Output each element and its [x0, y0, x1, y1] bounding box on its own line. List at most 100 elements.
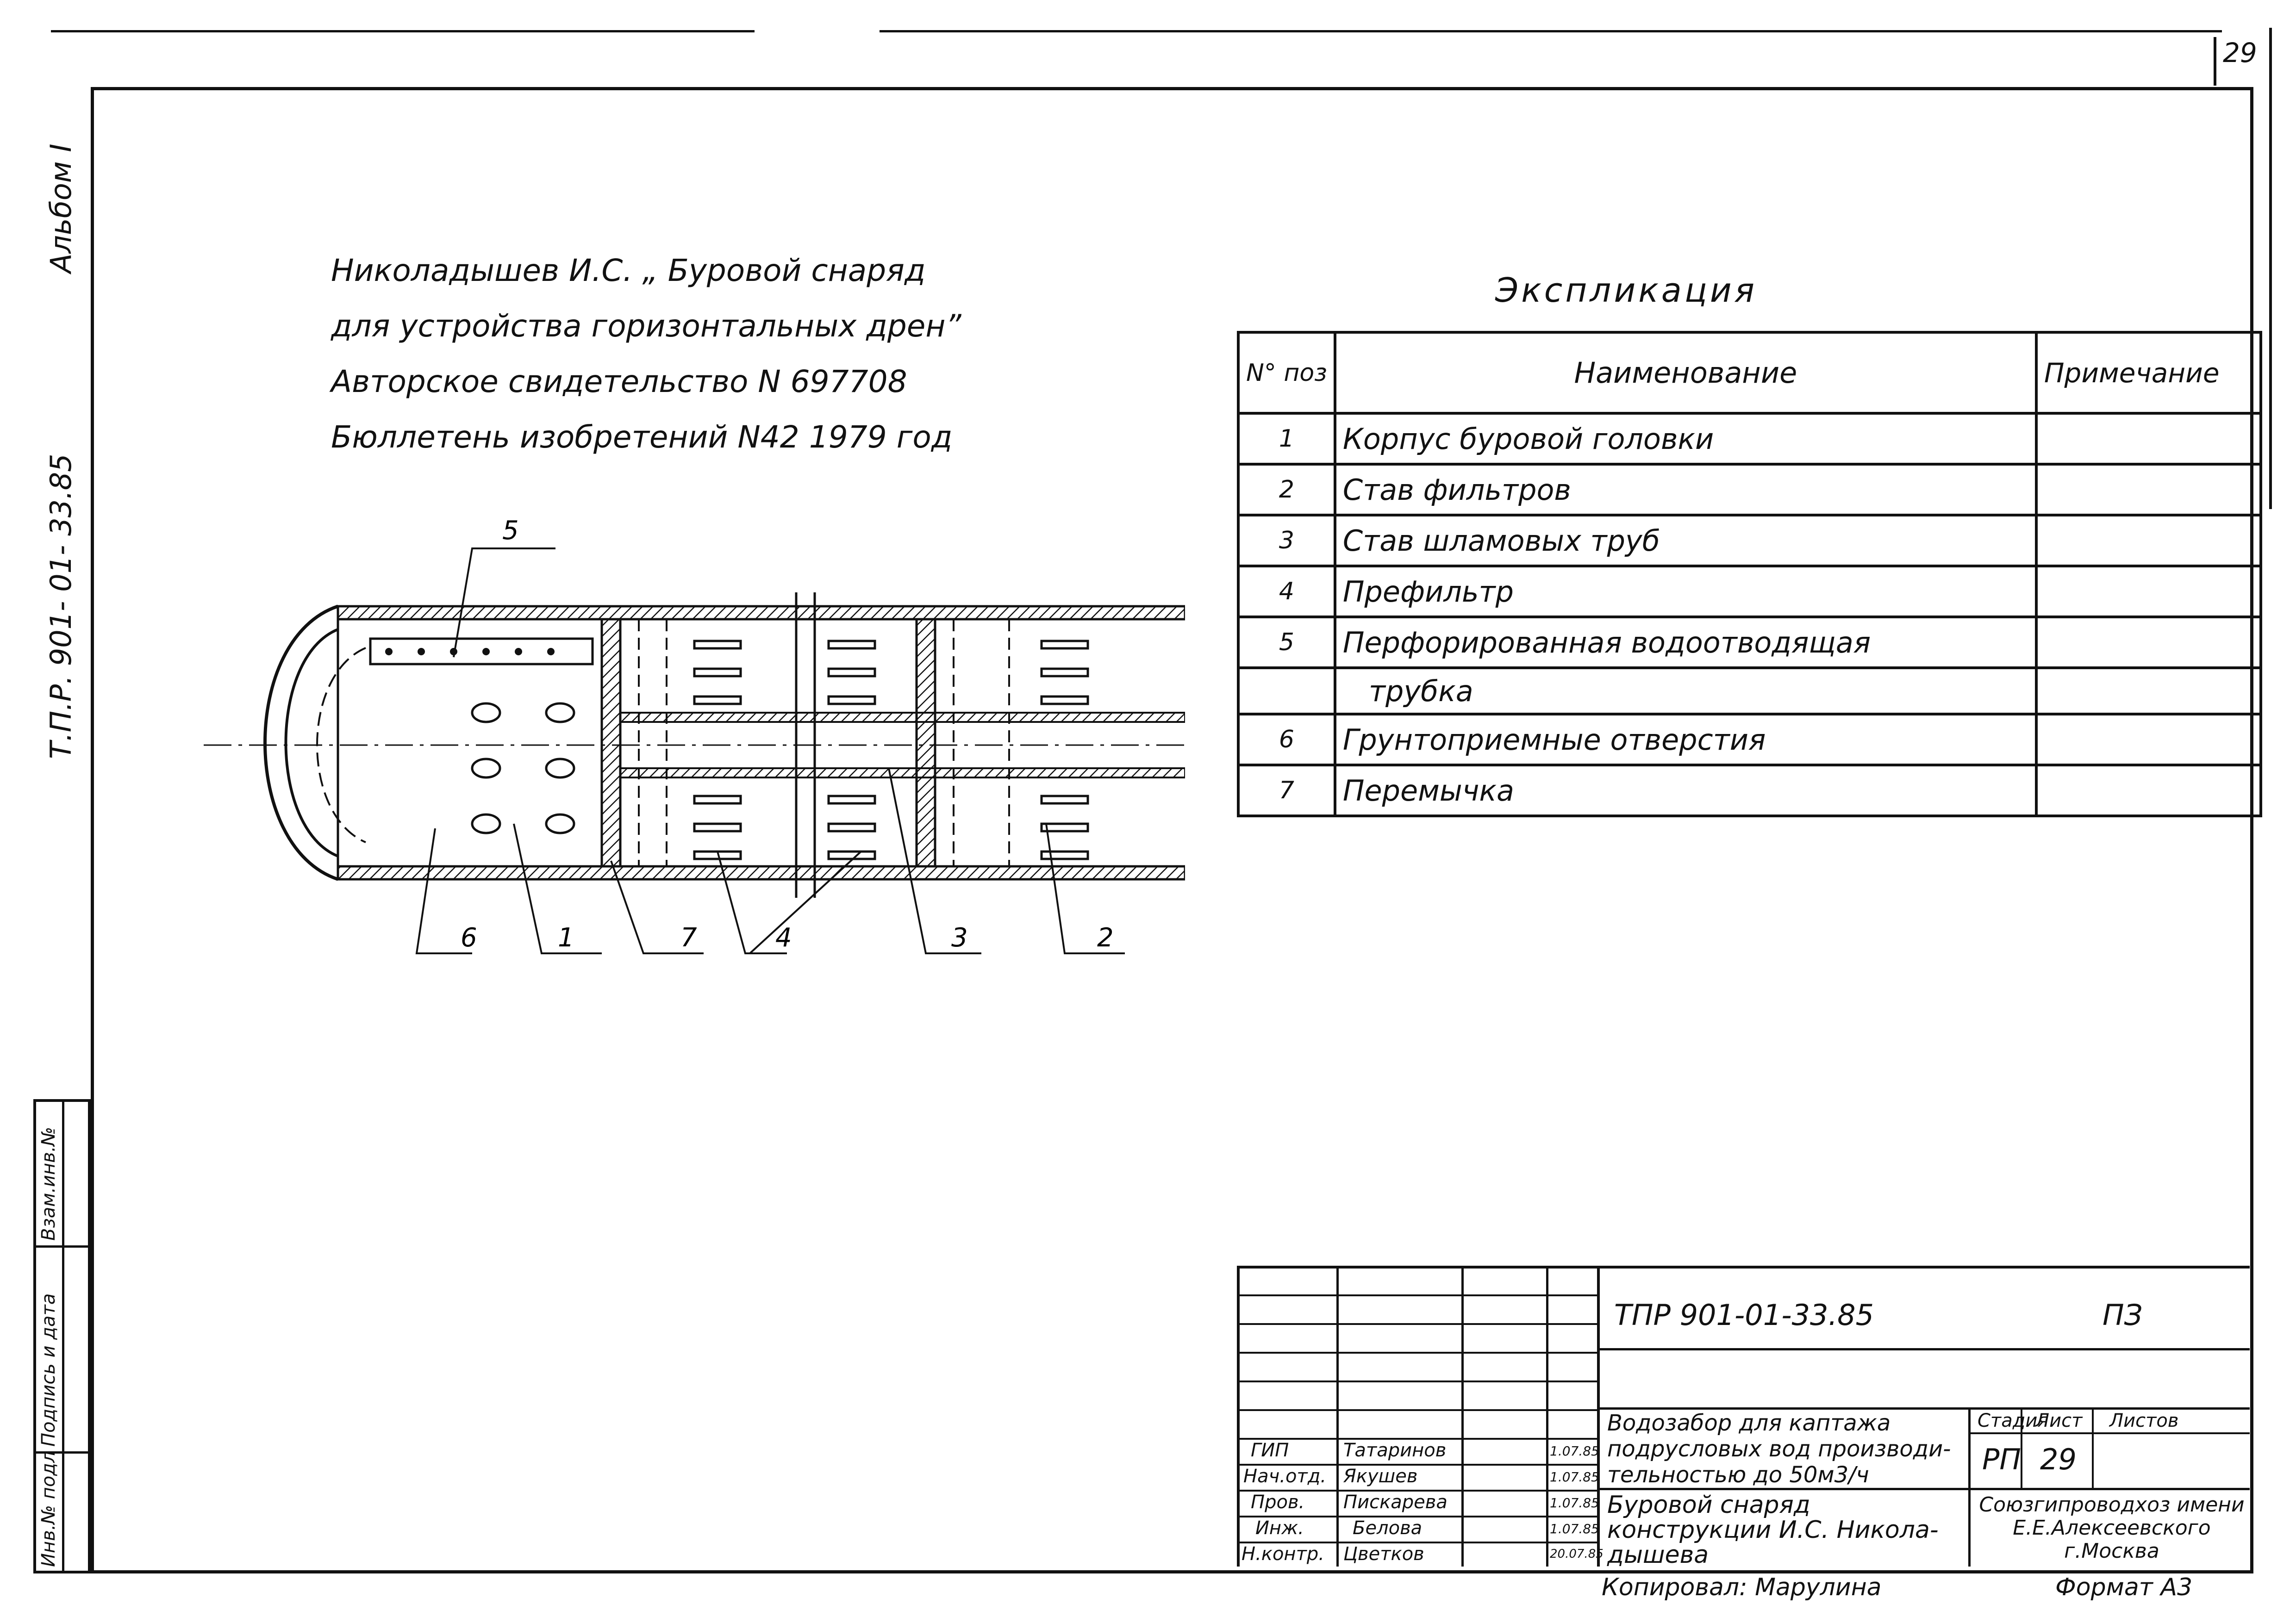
- row-position: 7: [1237, 764, 1336, 817]
- stage-value: РП: [1982, 1443, 2021, 1476]
- row-name: Перемычка: [1333, 764, 2038, 817]
- copied-by: Копировал: Марулина: [1602, 1573, 1882, 1601]
- callout-leaders: [415, 547, 1125, 954]
- row-note: [2034, 764, 2262, 817]
- staff-name: Белова: [1353, 1517, 1423, 1539]
- sheet-title: Буровой снаряд конструкции И.С. Никола- …: [1607, 1491, 1939, 1569]
- slurry-pipe-bottom: [619, 767, 1185, 778]
- table-row: 7 Перемычка: [1237, 764, 2262, 817]
- staff-name: Пискарева: [1343, 1492, 1447, 1513]
- header-position: N° поз: [1237, 331, 1336, 415]
- row-name: Перфорированная водоотводящая: [1333, 616, 2038, 669]
- album-label: Альбом I: [44, 143, 78, 273]
- table-row: трубка: [1237, 666, 2262, 715]
- row-note: [2034, 463, 2262, 516]
- row-name: Грунтоприемные отверстия: [1333, 713, 2038, 766]
- side-code-label: Т.П.Р. 901- 01- 33.85: [44, 454, 78, 759]
- drill-head-arc: [263, 604, 339, 881]
- table-row: 1 Корпус буровой головки: [1237, 412, 2262, 466]
- staff-date: 1.07.85: [1550, 1443, 1599, 1459]
- author-line: для устройства горизонтальных дрен”: [331, 308, 961, 344]
- stamp-signature-label: Подпись и дата: [38, 1293, 59, 1447]
- staff-name: Якушев: [1343, 1466, 1418, 1487]
- table-row: 4 Префильтр: [1237, 565, 2262, 618]
- perforated-tube: [369, 637, 594, 665]
- stamp-divider: [36, 1102, 64, 1571]
- project-title: Водозабор для каптажа подрусловых вод пр…: [1607, 1410, 1951, 1488]
- staff-role: Нач.отд.: [1243, 1466, 1327, 1487]
- sheet-value: 29: [2040, 1443, 2077, 1476]
- author-line: Авторское свидетельство N 697708: [331, 364, 907, 399]
- header-note: Примечание: [2034, 331, 2262, 415]
- row-position: [1237, 666, 1336, 715]
- sheet-corner-number: 29: [2223, 37, 2257, 68]
- stage-label: Стадия: [1978, 1410, 2049, 1431]
- outer-wall-bottom: [337, 865, 1185, 881]
- table-row: 2 Став фильтров: [1237, 463, 2262, 516]
- drawing-frame: [91, 87, 2253, 1573]
- staff-role: Н.контр.: [1242, 1543, 1324, 1565]
- left-stamp: Инв.№ подл Подпись и дата Взам.инв.№: [33, 1099, 91, 1573]
- doc-type: ПЗ: [2103, 1298, 2143, 1332]
- stamp-divider: [36, 1245, 88, 1248]
- drill-head-arc-dashed: [316, 647, 366, 843]
- row-name: Став шламовых труб: [1333, 514, 2038, 567]
- row-note: [2034, 666, 2262, 715]
- stamp-replacement-label: Взам.инв.№: [38, 1126, 59, 1241]
- bulkhead: [600, 618, 622, 868]
- doc-code: ТПР 901-01-33.85: [1614, 1298, 1874, 1332]
- row-position: 3: [1237, 514, 1336, 567]
- explication-table: N° поз Наименование Примечание 1 Корпус …: [1237, 331, 2262, 817]
- row-position: 2: [1237, 463, 1336, 516]
- corner-number: 29: [2214, 37, 2257, 86]
- sheets-label: Листов: [2109, 1410, 2179, 1431]
- staff-date: 1.07.85: [1550, 1495, 1599, 1511]
- callout-label: 1: [558, 923, 574, 953]
- row-note: [2034, 412, 2262, 466]
- organization: Союзгипроводхоз имени Е.Е.Алексеевского …: [1979, 1493, 2245, 1563]
- row-name: Став фильтров: [1333, 463, 2038, 516]
- prefilter-slots: [693, 640, 1089, 860]
- staff-date: 1.07.85: [1550, 1469, 1599, 1485]
- callout-label: 2: [1097, 923, 1114, 953]
- author-line: Николадышев И.С. „ Буровой снаряд: [331, 253, 926, 288]
- row-name: Префильтр: [1333, 565, 2038, 618]
- table-row: 3 Став шламовых труб: [1237, 514, 2262, 567]
- staff-name: Татаринов: [1343, 1440, 1447, 1461]
- staff-role: ГИП: [1251, 1440, 1289, 1461]
- row-note: [2034, 565, 2262, 618]
- row-name: трубка: [1333, 666, 2038, 715]
- staff-role: Пров.: [1251, 1492, 1305, 1513]
- staff-date: 20.07.85: [1550, 1547, 1603, 1561]
- format-label: Формат А3: [2055, 1573, 2193, 1601]
- author-note: Николадышев И.С. „ Буровой снаряд для ус…: [331, 243, 961, 465]
- stamp-divider: [36, 1451, 88, 1454]
- table-row: 5 Перфорированная водоотводящая: [1237, 616, 2262, 669]
- explication-header-row: N° поз Наименование Примечание: [1237, 331, 2262, 415]
- staff-date: 1.07.85: [1550, 1521, 1599, 1536]
- row-position: 1: [1237, 412, 1336, 466]
- row-note: [2034, 514, 2262, 567]
- intake-openings: [471, 702, 575, 834]
- dashed-sections: [638, 619, 1010, 866]
- row-position: 4: [1237, 565, 1336, 618]
- header-name: Наименование: [1333, 331, 2038, 415]
- right-edge-rule: [2269, 28, 2272, 509]
- outer-wall-top: [337, 605, 1185, 621]
- staff-name: Цветков: [1343, 1543, 1424, 1565]
- callout-label: 6: [461, 923, 477, 953]
- perforations: [385, 648, 555, 655]
- callout-label: 5: [502, 516, 519, 546]
- callout-label: 4: [775, 923, 792, 953]
- row-position: 6: [1237, 713, 1336, 766]
- drill-head-arc-inner: [284, 628, 339, 858]
- row-position: 5: [1237, 616, 1336, 669]
- row-note: [2034, 713, 2262, 766]
- slurry-pipe-top: [619, 712, 1185, 723]
- coupling: [915, 618, 936, 868]
- drill-assembly-drawing: 5 6 1 7 4 3 2: [204, 516, 1185, 954]
- top-rule-right: [880, 30, 2222, 32]
- title-block: ТПР 901-01-33.85 ПЗ Водозабор для каптаж…: [1237, 1266, 2250, 1567]
- author-line: Бюллетень изобретений N42 1979 год: [331, 419, 953, 455]
- callout-label: 7: [680, 923, 697, 953]
